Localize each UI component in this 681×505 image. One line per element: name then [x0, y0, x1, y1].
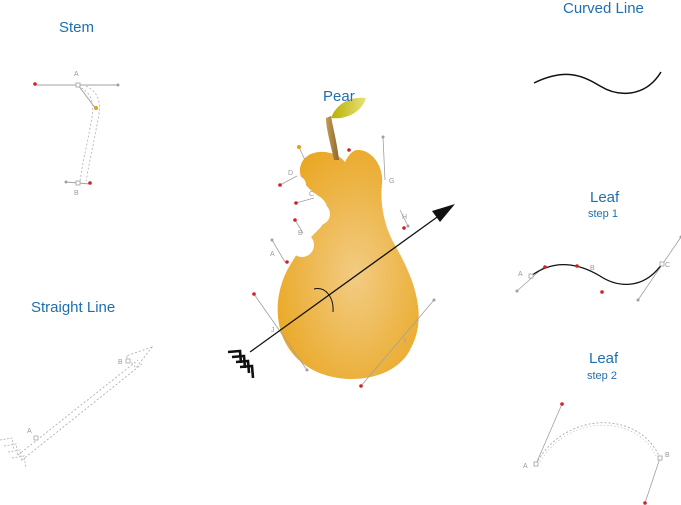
leaf-step1-diagram [515, 235, 681, 302]
pear-point-d-label: D [288, 170, 294, 177]
leaf2-point-a-label: A [523, 463, 528, 470]
stem-point-b-label: B [74, 190, 79, 197]
line-point-a-label: A [27, 428, 32, 435]
leaf-step1-subtitle: step 1 [588, 208, 618, 220]
arrow-shape [227, 204, 455, 379]
curved-line [533, 71, 662, 94]
leaf-step2-title: Leaf [589, 350, 619, 367]
pear-leaf [331, 97, 366, 119]
pear-title: Pear [323, 88, 355, 105]
curved-line-title: Curved Line [563, 0, 644, 17]
leaf1-point-a-label: A [518, 271, 523, 278]
pear-shape [277, 150, 419, 380]
leaf-step2-diagram [533, 402, 663, 505]
pear-point-c-label: C [309, 191, 315, 198]
pear-point-h-label: H [402, 214, 408, 221]
straight-line-diagram [0, 346, 154, 469]
leaf-step2-subtitle: step 2 [587, 370, 617, 382]
stem-anchor-point [88, 181, 92, 185]
pear-handles [252, 135, 436, 388]
leaf2-point-b-label: B [665, 452, 670, 459]
leaf1-point-c-label: C [665, 262, 671, 269]
pear-point-i-label: I [404, 338, 406, 345]
stem-diagram [33, 82, 120, 186]
pear-point-b-label: B [298, 230, 303, 237]
pear-point-a-label: A [270, 251, 275, 258]
line-point-b-label: B [118, 359, 123, 366]
leaf-step1-title: Leaf [590, 189, 620, 206]
pear-stem [326, 97, 366, 160]
pear-point-g-label: G [389, 178, 395, 185]
stem-title: Stem [59, 19, 95, 36]
stem-anchor-point [33, 82, 37, 86]
pear-point-j-label: J [271, 327, 275, 334]
straight-line-title: Straight Line [31, 299, 116, 316]
leaf1-point-b-label: B [590, 265, 595, 272]
stem-handle-point [94, 106, 98, 110]
stem-point-a-label: A [74, 71, 79, 78]
